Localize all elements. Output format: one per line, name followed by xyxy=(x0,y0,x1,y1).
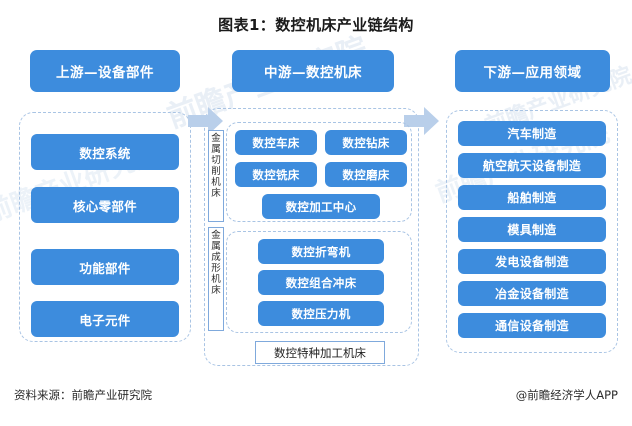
midstream-special-item[interactable]: 数控特种加工机床 xyxy=(255,341,385,364)
midstream-group-label-cutting: 金属切削机床 xyxy=(208,130,224,222)
midstream-cutting-item-1[interactable]: 数控钻床 xyxy=(325,130,407,155)
upstream-item-1[interactable]: 核心零部件 xyxy=(31,187,179,223)
midstream-cutting-item-4[interactable]: 数控加工中心 xyxy=(262,194,380,219)
source-label: 资料来源：前瞻产业研究院 xyxy=(14,388,152,402)
downstream-item-1[interactable]: 航空航天设备制造 xyxy=(458,153,606,178)
stage-header-midstream[interactable]: 中游—数控机床 xyxy=(232,50,394,92)
upstream-item-2[interactable]: 功能部件 xyxy=(31,249,179,285)
upstream-container xyxy=(19,112,191,342)
midstream-cutting-item-3[interactable]: 数控磨床 xyxy=(325,162,407,187)
midstream-group-label-forming: 金属成形机床 xyxy=(208,227,224,331)
midstream-container xyxy=(204,108,419,366)
upstream-item-3[interactable]: 电子元件 xyxy=(31,301,179,337)
midstream-group-forming xyxy=(226,231,412,333)
arrow-right-icon xyxy=(404,106,440,136)
midstream-forming-item-1[interactable]: 数控组合冲床 xyxy=(258,270,384,295)
upstream-item-0[interactable]: 数控系统 xyxy=(31,134,179,170)
midstream-group-cutting xyxy=(226,122,412,222)
stage-header-downstream[interactable]: 下游—应用领域 xyxy=(455,50,610,92)
brand-label: @前瞻经济学人APP xyxy=(515,388,618,402)
midstream-forming-item-2[interactable]: 数控压力机 xyxy=(258,301,384,326)
downstream-item-3[interactable]: 模具制造 xyxy=(458,217,606,242)
downstream-container xyxy=(446,110,618,353)
midstream-cutting-item-0[interactable]: 数控车床 xyxy=(235,130,317,155)
downstream-item-6[interactable]: 通信设备制造 xyxy=(458,313,606,338)
midstream-forming-item-0[interactable]: 数控折弯机 xyxy=(258,239,384,264)
arrow-right-icon xyxy=(188,106,224,136)
stage-header-row: 上游—设备部件 中游—数控机床 下游—应用领域 xyxy=(0,50,632,135)
page-title: 图表1：数控机床产业链结构 xyxy=(218,16,414,34)
downstream-item-2[interactable]: 船舶制造 xyxy=(458,185,606,210)
downstream-item-0[interactable]: 汽车制造 xyxy=(458,121,606,146)
downstream-item-4[interactable]: 发电设备制造 xyxy=(458,249,606,274)
downstream-item-5[interactable]: 冶金设备制造 xyxy=(458,281,606,306)
midstream-cutting-item-2[interactable]: 数控铣床 xyxy=(235,162,317,187)
stage-header-upstream[interactable]: 上游—设备部件 xyxy=(30,50,180,92)
